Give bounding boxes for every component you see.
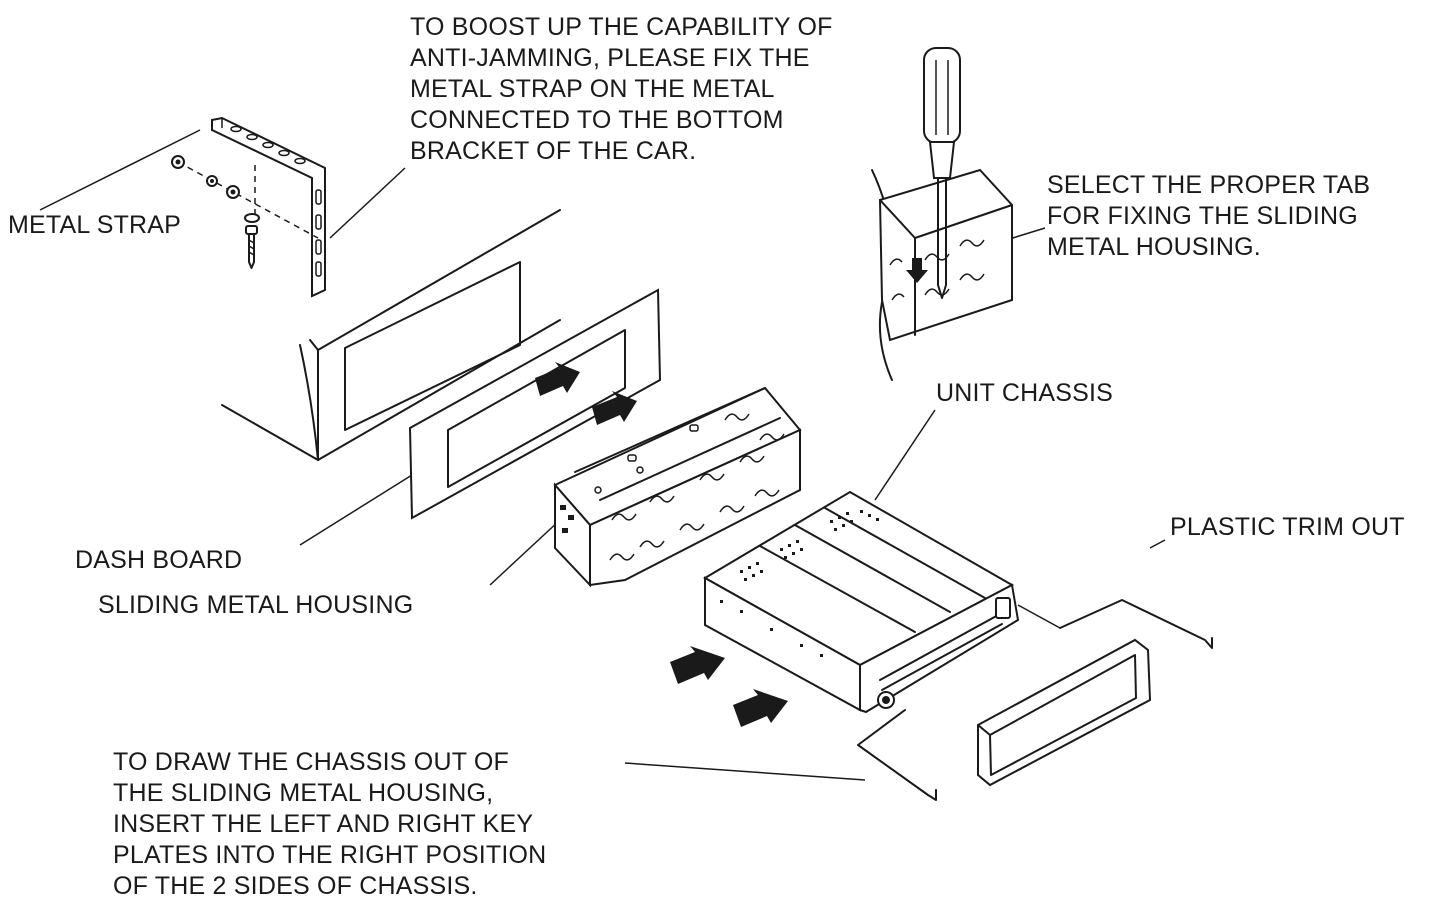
sliding-metal-housing-label: SLIDING METAL HOUSING <box>98 591 414 619</box>
dash-board-label: DASH BOARD <box>75 546 243 574</box>
strap-screw-hardware <box>171 155 319 269</box>
sliding-metal-housing <box>553 386 802 588</box>
mounting-frame <box>408 288 662 520</box>
metal-strap-label: METAL STRAP <box>8 211 182 239</box>
metal-strap <box>211 116 326 298</box>
screwdriver-detail <box>871 47 1013 381</box>
select-tab-note: SELECT THE PROPER TAB FOR FIXING THE SLI… <box>1047 171 1371 261</box>
anti-jamming-note: TO BOOST UP THE CAPABILITY OF ANTI-JAMMI… <box>410 13 833 165</box>
unit-chassis-label: UNIT CHASSIS <box>936 379 1113 407</box>
plastic-trim-out-label: PLASTIC TRIM OUT <box>1170 513 1405 541</box>
dash-board <box>221 209 561 461</box>
plastic-trim-out <box>977 638 1152 787</box>
key-plates <box>857 599 1213 801</box>
insertion-arrows <box>535 362 788 727</box>
unit-chassis <box>702 490 1020 714</box>
draw-chassis-note: TO DRAW THE CHASSIS OUT OF THE SLIDING M… <box>113 748 547 900</box>
